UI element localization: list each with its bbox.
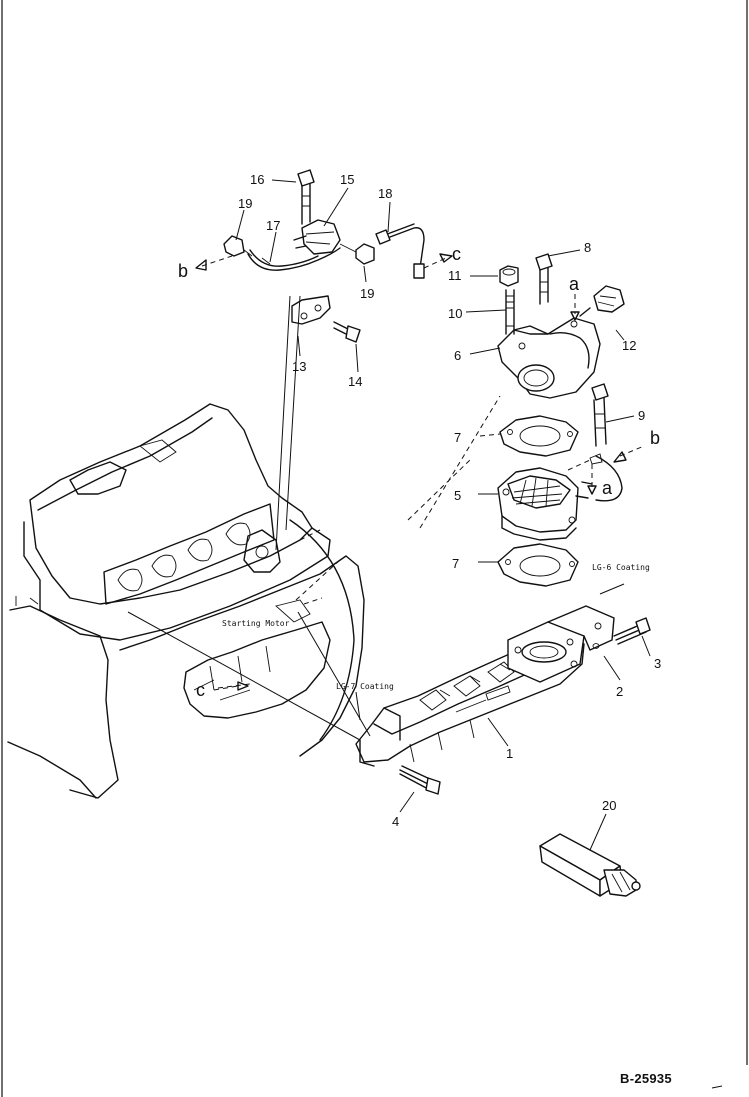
bolt-part-14 (333, 321, 361, 343)
engine-block (7, 403, 365, 799)
callout-19-lower: 19 (360, 286, 374, 301)
tube-part-20 (539, 833, 641, 897)
heater-housing-part-5 (497, 467, 593, 541)
callout-10: 10 (448, 306, 462, 321)
callout-4: 4 (392, 814, 399, 829)
corner-tick (711, 1085, 723, 1089)
note-lg7-coating: LG-7 Coating (336, 682, 394, 691)
cap-part-19-left (223, 235, 245, 257)
callout-7-lower: 7 (452, 556, 459, 571)
wire-part-17 (243, 247, 341, 271)
callout-2: 2 (616, 684, 623, 699)
letter-b-left: b (178, 261, 188, 281)
intake-manifold-part-1 (355, 621, 585, 767)
callout-numbers: 16 15 19 17 18 19 13 14 8 11 10 6 12 9 7… (238, 172, 661, 829)
bracket-part-13 (291, 295, 331, 325)
callout-7-upper: 7 (454, 430, 461, 445)
bolt-part-8 (535, 253, 553, 305)
connection-arrows (127, 253, 645, 741)
note-lg6-coating: LG-6 Coating (592, 563, 650, 572)
stud-part-10 (505, 289, 515, 335)
callout-15: 15 (340, 172, 354, 187)
nut-part-11 (499, 265, 519, 287)
bracket-mount-line (275, 295, 301, 551)
letter-c-left: c (196, 680, 205, 700)
wire-part-18 (375, 223, 425, 279)
gasket-part-2 (547, 605, 615, 651)
callout-17: 17 (266, 218, 280, 233)
drawing-number: B-25935 (620, 1071, 672, 1086)
gasket-part-7-lower (497, 543, 579, 587)
callout-leaders (235, 179, 651, 851)
callout-1: 1 (506, 746, 513, 761)
note-starting-motor: Starting Motor (222, 619, 290, 628)
heater-wire (595, 455, 623, 502)
callout-20: 20 (602, 798, 616, 813)
sensor-part-12 (579, 285, 625, 317)
callout-18: 18 (378, 186, 392, 201)
callout-6: 6 (454, 348, 461, 363)
callout-8: 8 (584, 240, 591, 255)
intake-elbow-part-6 (497, 317, 601, 399)
letter-c-top: c (452, 244, 461, 264)
callout-3: 3 (654, 656, 661, 671)
letter-a-top: a (569, 274, 580, 294)
callout-12: 12 (622, 338, 636, 353)
bolt-part-16 (297, 169, 315, 225)
bolt-part-9 (591, 383, 609, 447)
notes: LG-6 Coating LG-7 Coating Starting Motor (222, 563, 650, 691)
callout-16: 16 (250, 172, 264, 187)
callout-5: 5 (454, 488, 461, 503)
callout-11: 11 (448, 268, 462, 283)
callout-9: 9 (638, 408, 645, 423)
connection-letters: b c a b a c (178, 244, 660, 700)
gasket-part-7-upper (499, 415, 579, 457)
bolt-part-4 (399, 765, 441, 795)
callout-19-upper: 19 (238, 196, 252, 211)
callout-13: 13 (292, 359, 306, 374)
callout-14: 14 (348, 374, 362, 389)
letter-b-right: b (650, 428, 660, 448)
bolt-part-3 (613, 617, 651, 645)
cap-part-19-right (339, 243, 375, 265)
relay-part-15 (293, 219, 341, 255)
letter-a-mid: a (602, 478, 613, 498)
hidden-outline (299, 529, 323, 605)
